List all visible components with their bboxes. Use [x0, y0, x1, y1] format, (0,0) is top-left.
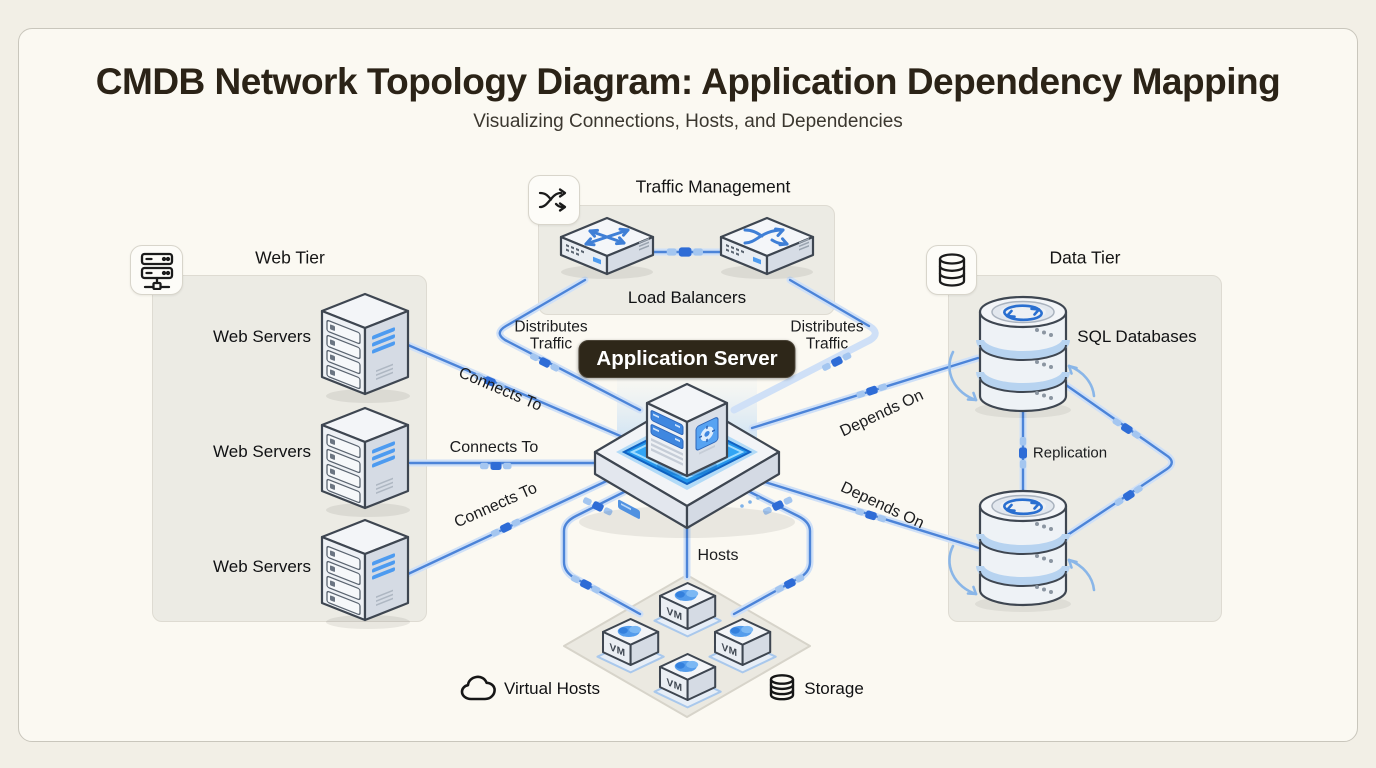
- database-icon: [938, 253, 965, 287]
- web-tier-panel: [152, 275, 427, 622]
- web-tier-icon-box: [130, 245, 183, 295]
- data-tier-icon-box: [926, 245, 977, 295]
- traffic-management-panel: [538, 205, 835, 315]
- server-rack-icon: [140, 252, 173, 290]
- traffic-icon-box: [528, 175, 580, 225]
- data-tier-panel: [948, 275, 1222, 622]
- shuffle-icon: [538, 188, 567, 212]
